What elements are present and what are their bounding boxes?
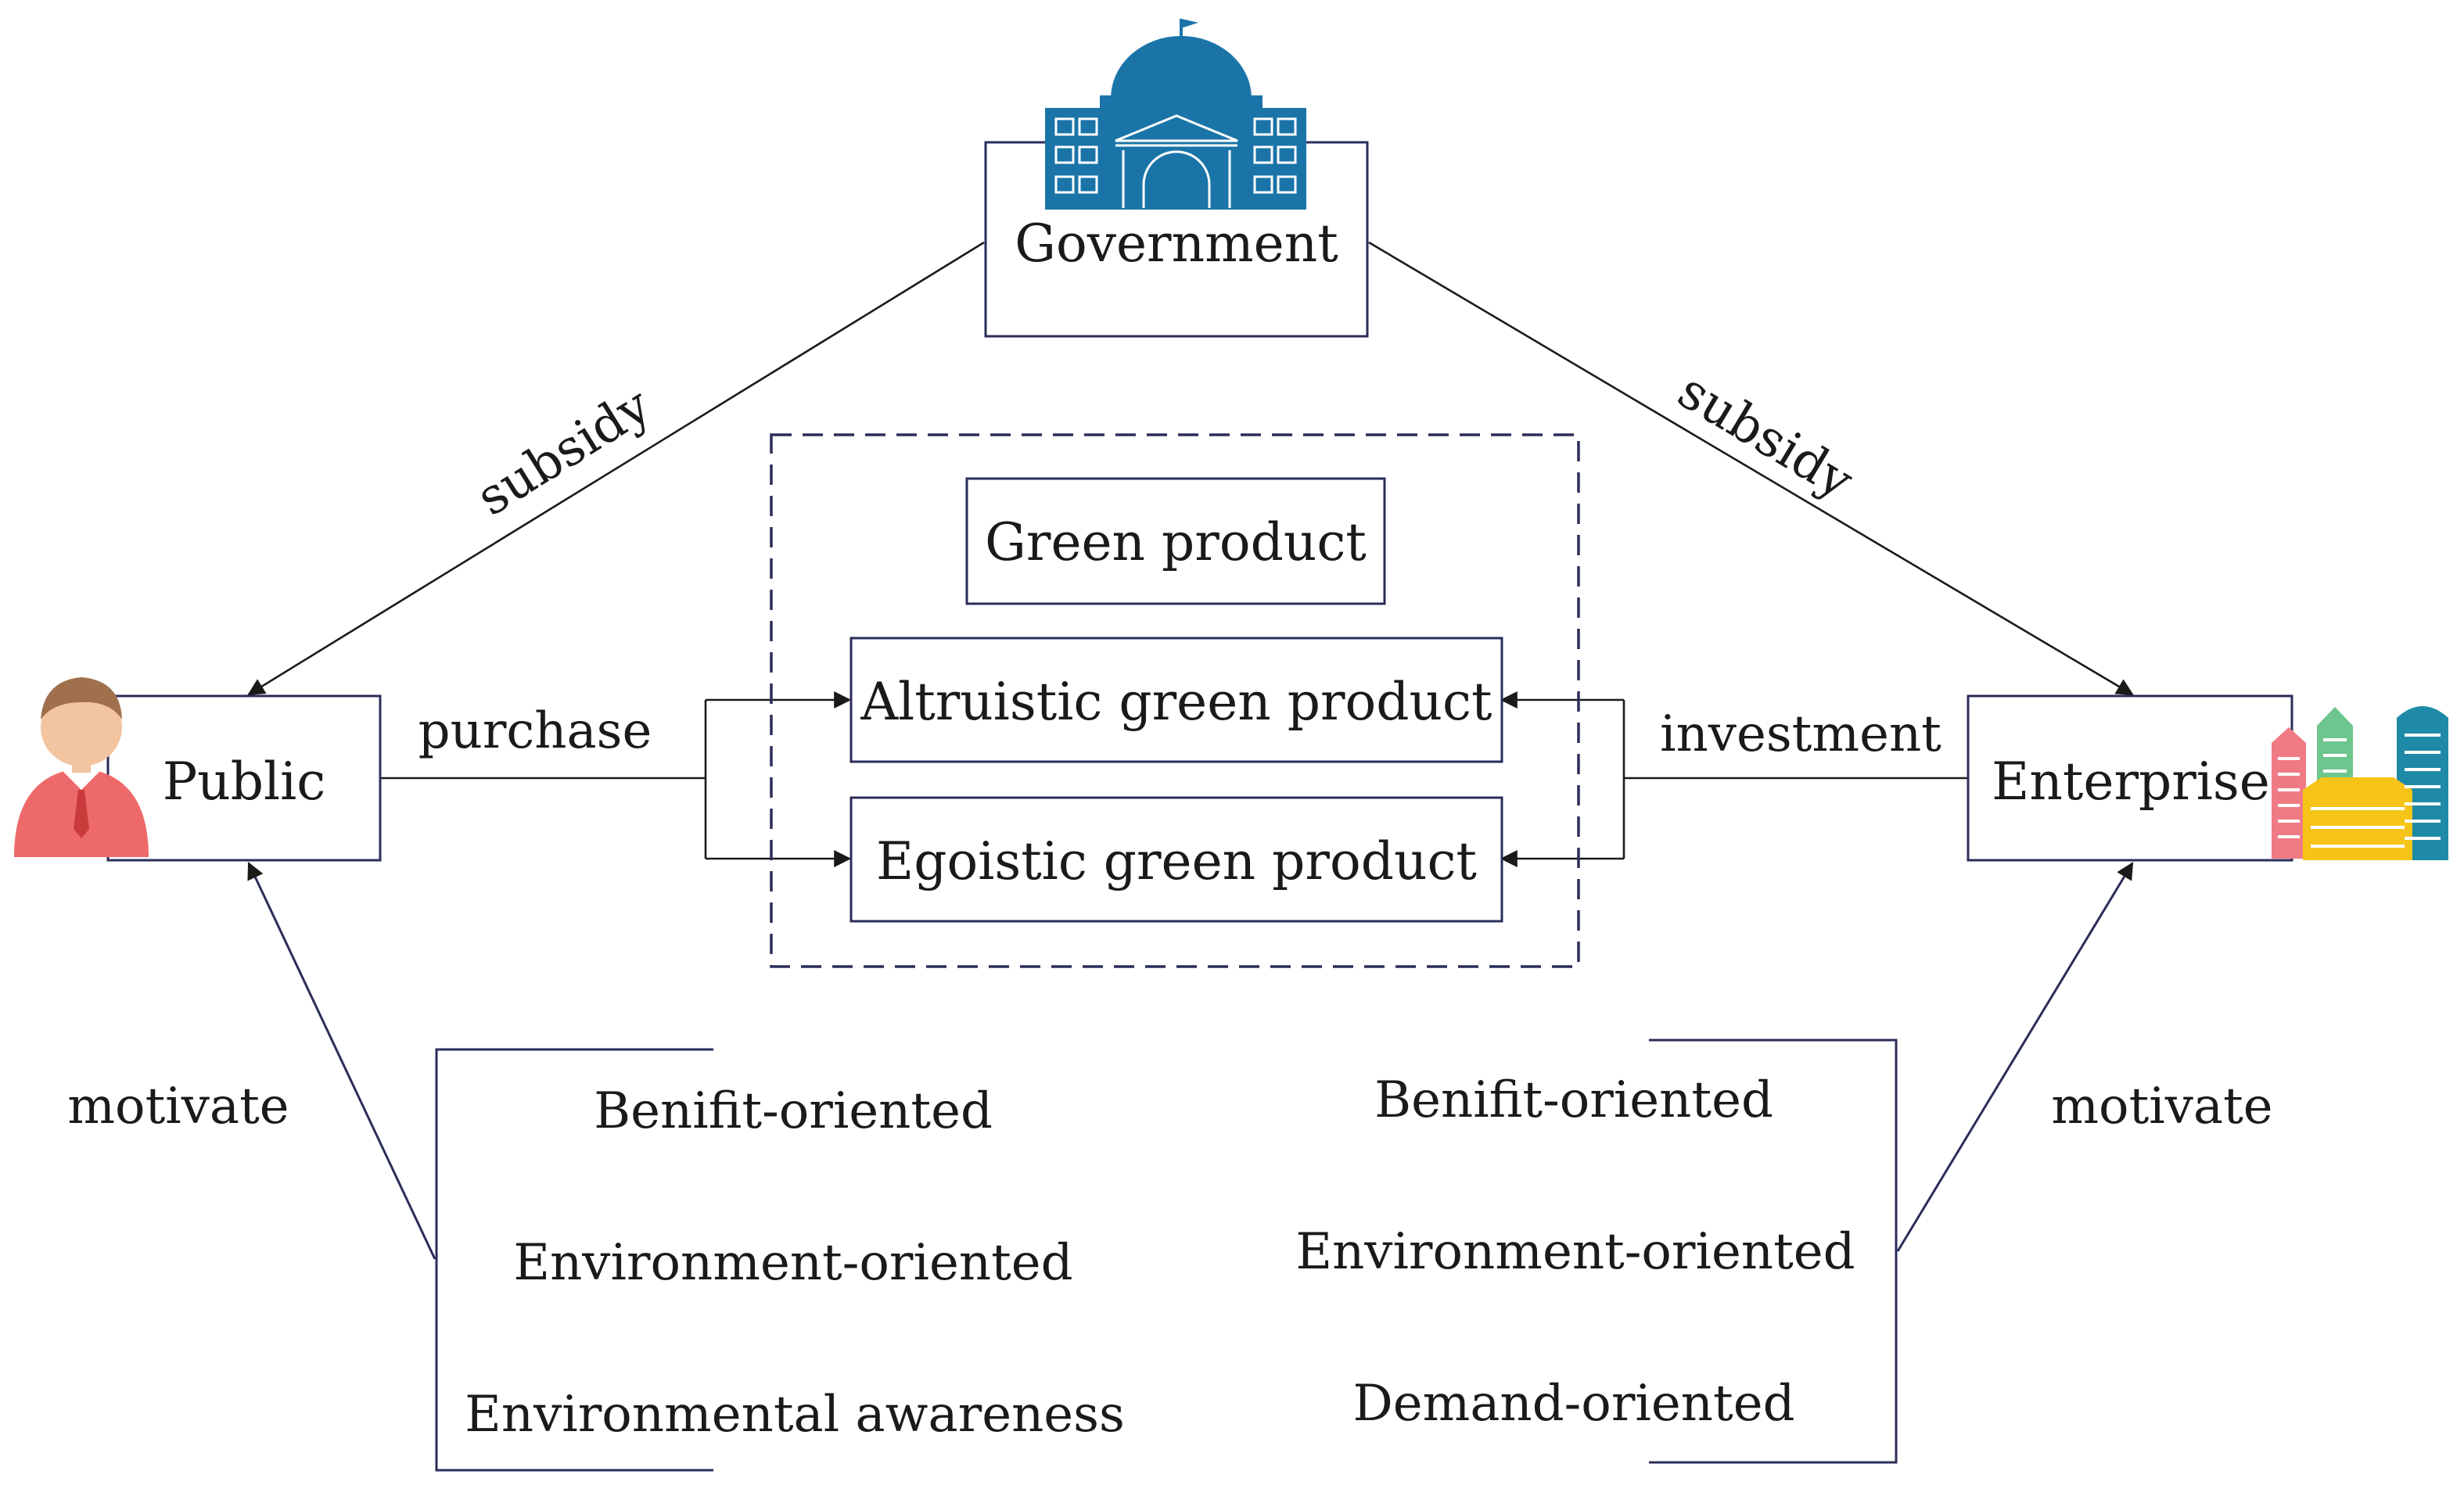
green-product-box xyxy=(965,477,1386,605)
motivate-left-arrow xyxy=(247,862,436,1260)
public-label: Public xyxy=(163,752,325,812)
city-buildings-icon xyxy=(2272,706,2448,860)
motivate-right-label: motivate xyxy=(2051,1078,2272,1135)
government-building-icon xyxy=(1045,19,1306,210)
subsidy-right-arrow xyxy=(1368,241,2134,696)
subsidy-left-label: subsidy xyxy=(467,377,660,528)
public-factor-1: Benifit-oriented xyxy=(594,1082,993,1140)
investment-label: investment xyxy=(1660,705,1941,763)
subsidy-left-arrow xyxy=(247,241,985,696)
motivate-left-label: motivate xyxy=(67,1078,289,1135)
egoistic-box xyxy=(849,796,1503,923)
product-group-dashed xyxy=(770,433,1580,968)
public-box xyxy=(106,694,382,862)
enterprise-label: Enterprise xyxy=(1992,752,2270,812)
purchase-label: purchase xyxy=(418,702,652,760)
enterprise-box xyxy=(1967,694,2293,862)
public-factor-3: Environmental awareness xyxy=(465,1386,1125,1444)
green-product-label: Green product xyxy=(985,512,1367,572)
altruistic-box xyxy=(849,637,1503,763)
enterprise-factor-3: Demand-oriented xyxy=(1352,1375,1794,1433)
enterprise-factor-1: Benifit-oriented xyxy=(1374,1071,1773,1129)
enterprise-factors-bracket xyxy=(1649,1039,1898,1464)
public-factors-bracket xyxy=(435,1048,713,1472)
motivate-right-arrow xyxy=(1896,862,2134,1252)
enterprise-factor-2: Environment-oriented xyxy=(1295,1223,1855,1281)
person-icon xyxy=(14,677,149,857)
public-factor-2: Environment-oriented xyxy=(513,1234,1072,1292)
government-label: Government xyxy=(1015,213,1338,274)
altruistic-label: Altruistic green product xyxy=(860,672,1492,732)
egoistic-label: Egoistic green product xyxy=(876,831,1477,892)
